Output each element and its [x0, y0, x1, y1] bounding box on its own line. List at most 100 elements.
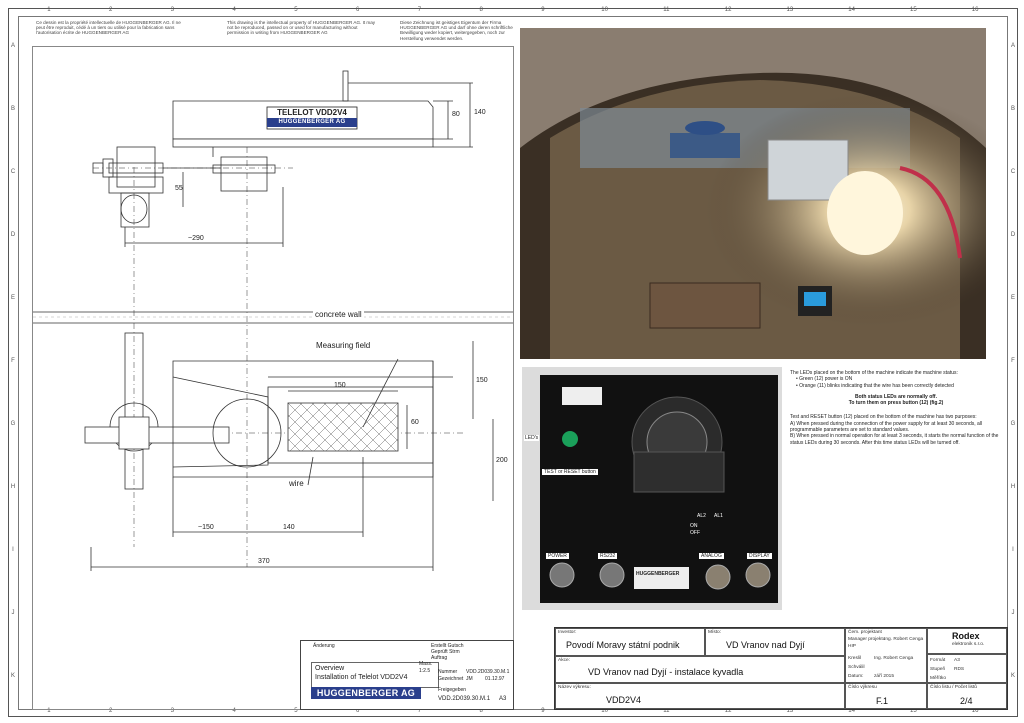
number-value: VDD.2D039.30.M.1 — [466, 669, 510, 675]
off-label: OFF — [690, 530, 700, 536]
investor-cell: Investor: Povodí Moravy státní podnik — [555, 628, 705, 656]
drawing-name-cell: Název výkresu: VDD2V4 — [555, 683, 845, 709]
drawn-by: JM — [466, 676, 473, 682]
ruler-column-label: 9 — [541, 708, 545, 714]
created-label: Erstellt Gutsch — [431, 643, 464, 649]
dim-140-top: 140 — [474, 109, 486, 116]
drawing-number: VDD.2D039.30.M.1 — [438, 696, 491, 702]
place-cell: Místo: VD Vranov nad Dyjí — [705, 628, 845, 656]
al2-label: AL2 — [697, 513, 706, 519]
ruler-column-label: 14 — [848, 708, 855, 714]
drawn-label: Gezeichnet — [438, 676, 464, 682]
dim-200: 200 — [496, 457, 508, 464]
drawn-date: 01.12.97 — [485, 676, 505, 682]
photo-installation-image — [520, 28, 986, 359]
ruler-column-label: 7 — [417, 708, 422, 714]
ruler-column-label: 15 — [910, 7, 917, 13]
photo-device-bottom-image — [522, 367, 782, 610]
order-label: Auftrag — [431, 655, 448, 661]
ruler-column-label: 2 — [108, 7, 113, 13]
device-label-plate: TELELOT VDD2V4 HUGGENBERGER AG — [267, 107, 357, 129]
photo-installation — [520, 28, 986, 359]
title-overview: Overview — [315, 665, 345, 672]
ruler-column-label: 8 — [479, 7, 483, 13]
rs232-label: RS232 — [598, 553, 618, 560]
ruler-row-label: F — [1011, 358, 1015, 364]
ruler-row-label: J — [11, 609, 15, 616]
ruler-column-label: 11 — [663, 7, 670, 13]
huggenberger-logo: HUGGENBERGER AG — [311, 687, 421, 699]
ruler-column-label: 8 — [479, 708, 483, 714]
format-value: A3 — [954, 658, 960, 663]
dim-140-bottom: 140 — [283, 524, 295, 531]
dim-150-right: 150 — [476, 377, 488, 384]
people-cell: Čem. projektant Manager projektu Ing. Ro… — [845, 628, 927, 683]
scale-label: Mass. — [419, 661, 433, 667]
dim-290: ~290 — [188, 235, 204, 242]
hip-label: HIP — [848, 644, 856, 649]
designer-label: Čem. projektant — [848, 630, 882, 635]
ruler-row-label: H — [1010, 483, 1016, 490]
drawing-name-label: Název výkresu: — [558, 685, 591, 690]
ruler-column-label: 15 — [910, 708, 917, 714]
ruler-column-label: 4 — [232, 708, 236, 714]
al1-label: AL1 — [714, 513, 723, 519]
change-label: Änderung — [313, 643, 335, 649]
on-label: ON — [690, 523, 698, 529]
ruler-column-label: 12 — [724, 7, 732, 13]
ruler-row-label: I — [12, 546, 14, 553]
notes-green: • Green (12) power is ON — [796, 376, 853, 383]
sheet-cell: Číslo listu / Počet listů 2/4 — [927, 683, 1007, 709]
ruler-column-label: 2 — [108, 708, 113, 714]
ruler-column-label: 13 — [786, 708, 794, 714]
dim-55: 55 — [175, 185, 183, 192]
ruler-row-label: I — [1012, 546, 1014, 553]
power-label: POWER — [546, 553, 569, 560]
ruler-column-label: 10 — [601, 708, 608, 714]
technical-drawing: TELELOT VDD2V4 HUGGENBERGER AG 80 140 55… — [32, 46, 514, 710]
dim-60: 60 — [411, 419, 419, 426]
ruler-row-label: B — [1010, 106, 1015, 113]
number-label: Nummer — [438, 669, 458, 675]
notes-orange-text: Orange (11) blinks indicating that the w… — [799, 382, 954, 389]
sheet-border — [8, 8, 1018, 717]
legal-note-en: This drawing is the intellectual propert… — [227, 20, 376, 36]
scale-label-main: Měřítko — [930, 676, 946, 681]
notes-orange: • Orange (11) blinks indicating that the… — [796, 382, 954, 389]
company-logo: Rodex — [952, 631, 980, 641]
ruler-column-label: 1 — [47, 708, 51, 714]
ruler-row-label: A — [10, 43, 15, 50]
title-block: Investor: Povodí Moravy státní podnik Mí… — [554, 627, 1008, 710]
dim-150-field: 150 — [334, 382, 346, 389]
brand-logo: HUGGENBERGER AG — [267, 118, 357, 127]
notes-reset-b: B) When pressed in normal operation for … — [790, 433, 999, 446]
ruler-row-label: B — [10, 106, 15, 113]
measuring-field-label: Measuring field — [316, 341, 371, 350]
ruler-row-label: H — [10, 483, 16, 490]
concrete-wall-label: concrete wall — [313, 310, 364, 319]
ruler-column-label: 13 — [786, 7, 794, 13]
ruler-row-label: E — [10, 295, 15, 302]
ruler-row-label: A — [1010, 43, 1015, 50]
drew-label: Kreslil — [848, 656, 862, 661]
manager-label: Manager projektu — [848, 637, 886, 642]
ruler-row-label: E — [1010, 295, 1015, 302]
investor-value: Povodí Moravy státní podnik — [566, 640, 680, 650]
company-cell: Rodex elektronik s.r.o. — [927, 628, 1007, 654]
action-value: VD Vranov nad Dyjí - instalace kyvadla — [588, 667, 744, 677]
legal-note-de: Diese Zeichnung ist geistiges Eigentum d… — [400, 20, 513, 41]
ruler-row-label: G — [1010, 420, 1016, 427]
number-label-main: Číslo výkresu — [848, 685, 877, 690]
device-plate-label: HUGGENBERGER — [636, 571, 680, 577]
notes-bold-1: Both status LEDs are normally off. — [855, 393, 937, 400]
notes-reset-intro: Test and RESET button (12) placed on the… — [790, 414, 977, 421]
stage-value: RDS — [954, 667, 965, 672]
ruler-row-label: G — [10, 420, 16, 427]
test-reset-label: TEST or RESET button — [542, 469, 598, 476]
notes-green-text: Green (12) power is ON — [799, 376, 853, 383]
format-cell: Formát A3 Stupeň RDS Měřítko — [927, 654, 1007, 683]
